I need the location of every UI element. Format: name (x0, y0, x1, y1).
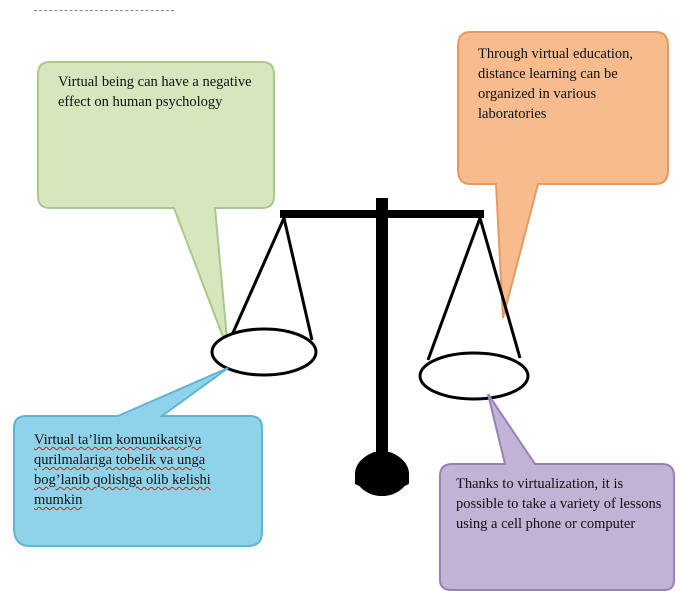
callout-distance-learning-text: Through virtual education, distance lear… (478, 46, 634, 122)
scale-base-dome (355, 452, 409, 496)
callout-blue-shape (13, 367, 263, 547)
callout-dependency-text: Virtual ta’lim komunikatsiya qurilmalari… (34, 432, 211, 508)
left-string-a (230, 217, 286, 336)
callout-virtualization-text: Thanks to virtualization, it is possible… (456, 476, 662, 532)
balance-scale (210, 198, 530, 496)
callout-green-shape (37, 61, 275, 351)
left-string-b (282, 217, 314, 341)
right-string-b (478, 217, 522, 359)
right-string-a (426, 217, 482, 361)
left-pan (210, 327, 318, 377)
callout-orange-shape (457, 31, 669, 319)
callout-negative-effect-text: Virtual being can have a negative effect… (58, 74, 252, 110)
callout-purple-shape (439, 393, 675, 591)
dashed-rule (34, 10, 174, 11)
right-pan (418, 351, 530, 401)
